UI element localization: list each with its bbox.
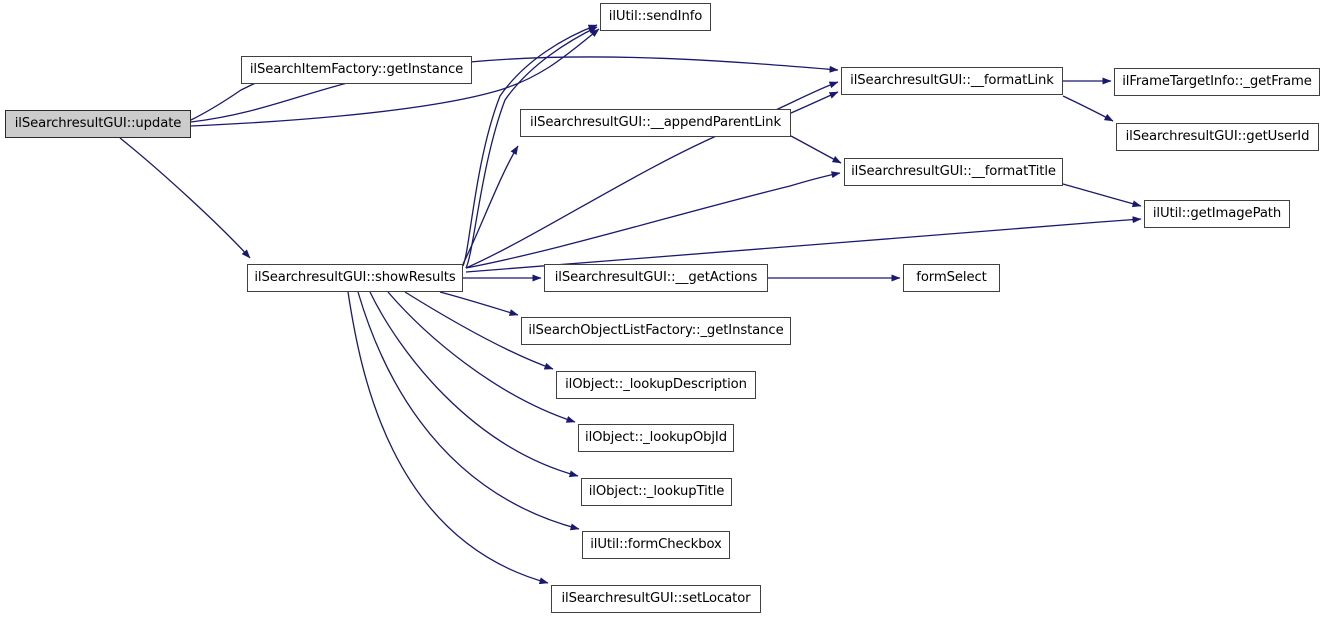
edge-showResults-to-getImagePath bbox=[465, 216, 1142, 273]
node-label: ilUtil::sendInfo bbox=[608, 9, 703, 25]
node-lookupDescription[interactable]: ilObject::_lookupDescription bbox=[556, 371, 756, 399]
node-formatLink[interactable]: ilSearchresultGUI::__formatLink bbox=[841, 67, 1063, 95]
edge-showResults-to-formCheckbox bbox=[357, 291, 580, 531]
node-label: ilSearchresultGUI::__formatTitle bbox=[851, 164, 1056, 180]
edge-formatTitle-to-getImagePath bbox=[1062, 183, 1142, 208]
node-label: ilObject::_lookupDescription bbox=[565, 377, 747, 393]
node-getUserId[interactable]: ilSearchresultGUI::getUserId bbox=[1116, 123, 1319, 151]
node-label: ilUtil::formCheckbox bbox=[590, 537, 722, 553]
node-label: ilSearchresultGUI::__getActions bbox=[554, 270, 758, 286]
edge-update-to-showResults bbox=[119, 137, 251, 259]
node-sendInfo[interactable]: ilUtil::sendInfo bbox=[600, 3, 711, 31]
edge-appendParentLink-to-formatTitle bbox=[790, 135, 842, 164]
node-label: ilObject::_lookupObjId bbox=[585, 430, 727, 446]
node-label: ilSearchresultGUI::__formatLink bbox=[850, 73, 1054, 89]
node-label: ilSearchresultGUI::getUserId bbox=[1125, 129, 1310, 145]
node-formCheckbox[interactable]: ilUtil::formCheckbox bbox=[582, 531, 730, 559]
node-label: ilSearchresultGUI::__appendParentLink bbox=[530, 115, 781, 131]
node-label: formSelect bbox=[916, 270, 987, 286]
edge-showResults-to-setLocator bbox=[347, 291, 549, 585]
node-appendParentLink[interactable]: ilSearchresultGUI::__appendParentLink bbox=[520, 109, 791, 137]
edge-showResults-to-formatLink bbox=[465, 81, 839, 269]
node-label: ilUtil::getImagePath bbox=[1152, 206, 1282, 222]
node-label: ilSearchresultGUI::setLocator bbox=[561, 591, 751, 607]
edge-showResults-to-lookupTitle bbox=[369, 291, 579, 478]
node-getInstance[interactable]: ilSearchItemFactory::getInstance bbox=[241, 56, 472, 84]
node-label: ilFrameTargetInfo::_getFrame bbox=[1122, 74, 1312, 90]
edge-showResults-to-objListFactory bbox=[439, 291, 519, 316]
node-label: ilSearchresultGUI::showResults bbox=[254, 270, 456, 286]
edge-showResults-to-sendInfo bbox=[462, 24, 598, 267]
node-getImagePath[interactable]: ilUtil::getImagePath bbox=[1144, 200, 1290, 228]
node-label: ilSearchItemFactory::getInstance bbox=[249, 62, 464, 78]
node-label: ilObject::_lookupTitle bbox=[588, 484, 725, 500]
node-lookupTitle[interactable]: ilObject::_lookupTitle bbox=[581, 478, 732, 506]
edge-showResults-to-lookupDescription bbox=[404, 291, 554, 370]
edge-appendParentLink-to-formatLink bbox=[790, 91, 839, 114]
edge-update-to-getInstance bbox=[190, 75, 271, 121]
node-update[interactable]: ilSearchresultGUI::update bbox=[5, 110, 191, 138]
node-formSelect[interactable]: formSelect bbox=[903, 264, 1000, 292]
edge-paths bbox=[119, 24, 1142, 585]
node-label: ilSearchresultGUI::update bbox=[14, 116, 182, 132]
node-getFrame[interactable]: ilFrameTargetInfo::_getFrame bbox=[1114, 68, 1320, 96]
edge-showResults-to-lookupObjId bbox=[387, 291, 576, 423]
node-showResults[interactable]: ilSearchresultGUI::showResults bbox=[247, 264, 463, 292]
edge-showResults-to-appendParentLink bbox=[462, 145, 519, 265]
edge-formatLink-to-getUserId bbox=[1062, 95, 1114, 122]
edge-showResults-to-sendInfo bbox=[465, 26, 598, 269]
node-lookupObjId[interactable]: ilObject::_lookupObjId bbox=[578, 424, 734, 452]
node-objListFactory[interactable]: ilSearchObjectListFactory::_getInstance bbox=[521, 317, 791, 345]
edge-showResults-to-formatTitle bbox=[465, 171, 841, 269]
node-setLocator[interactable]: ilSearchresultGUI::setLocator bbox=[551, 585, 761, 613]
node-label: ilSearchObjectListFactory::_getInstance bbox=[528, 323, 784, 339]
node-formatTitle[interactable]: ilSearchresultGUI::__formatTitle bbox=[844, 158, 1063, 186]
node-getActions[interactable]: ilSearchresultGUI::__getActions bbox=[544, 264, 768, 292]
